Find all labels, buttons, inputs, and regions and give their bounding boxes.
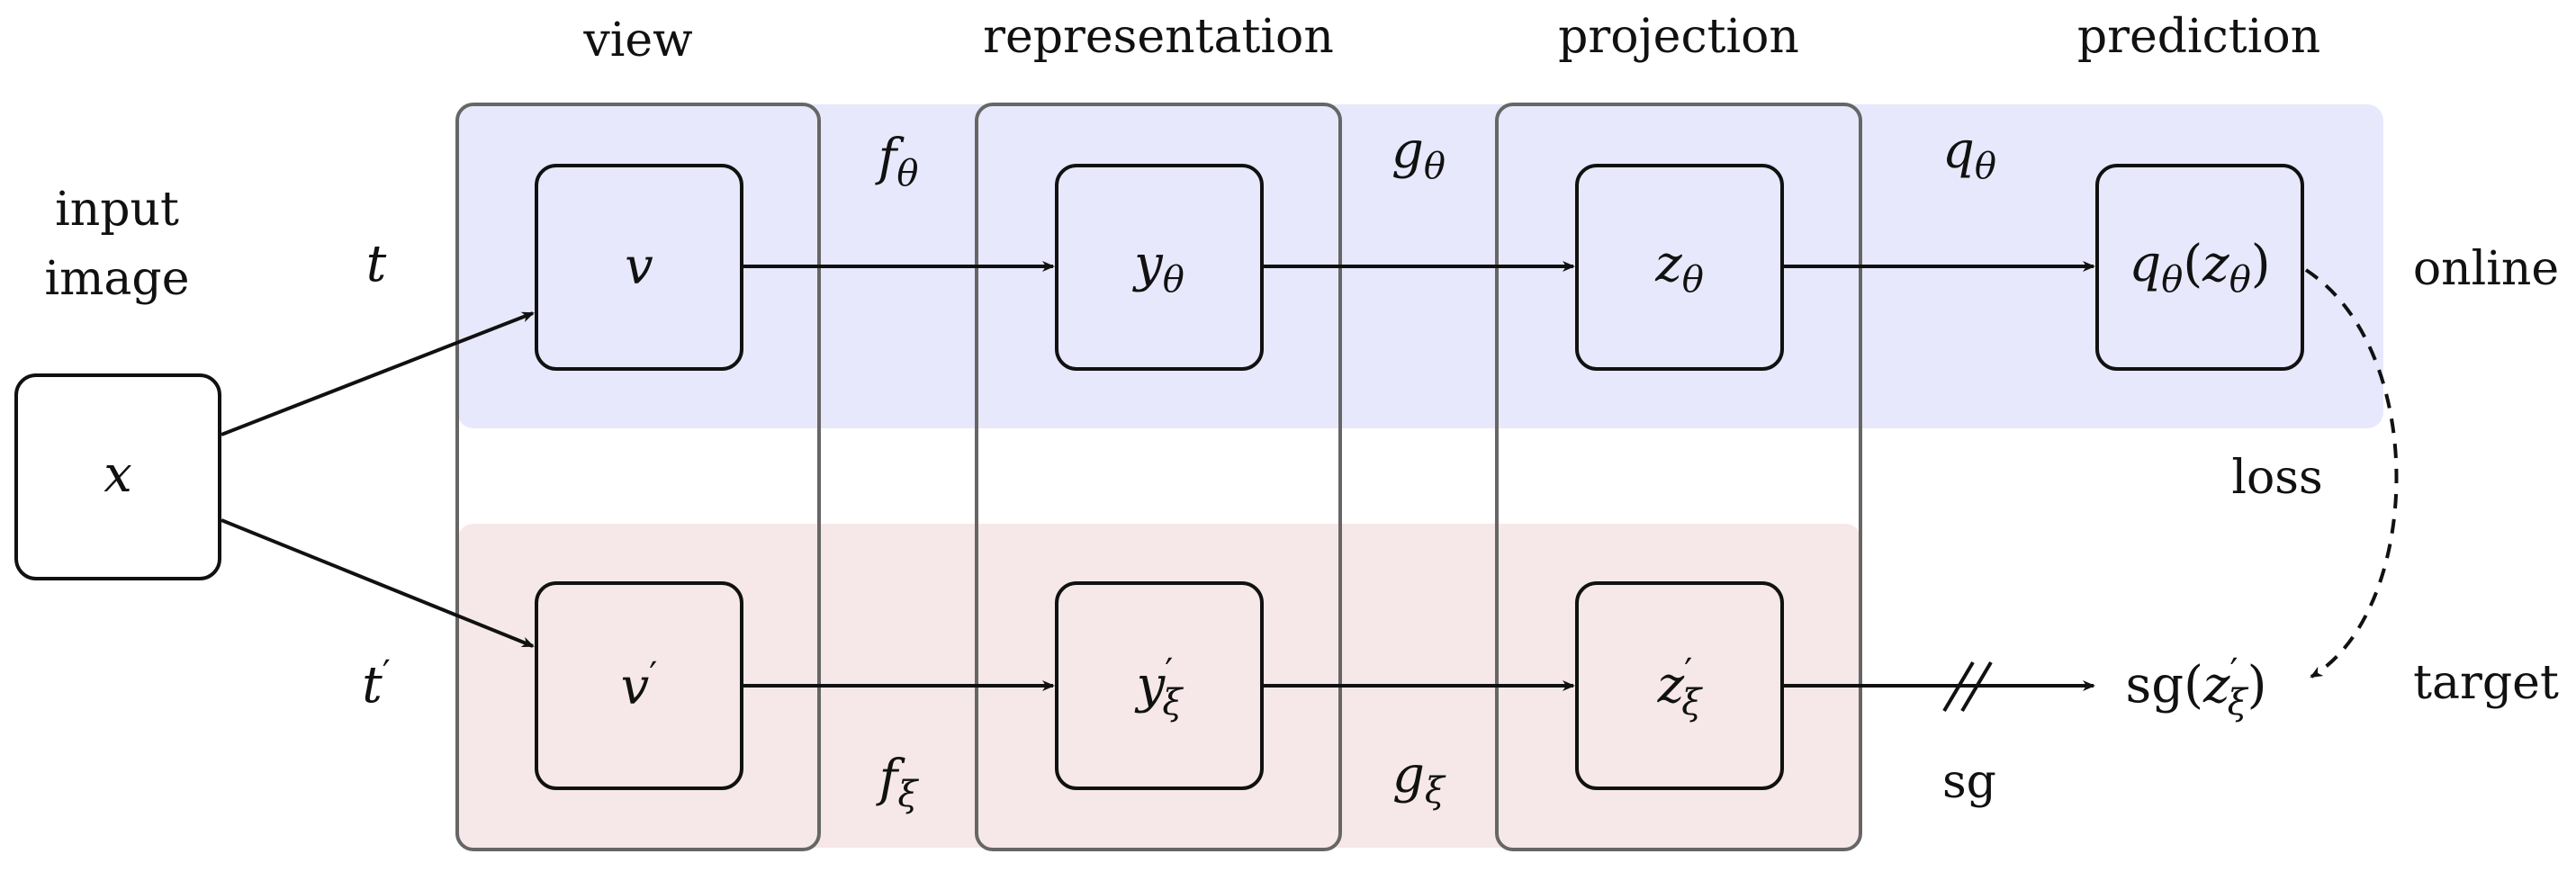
node-y-theta-label: yθ — [1131, 235, 1184, 301]
function-q-theta-label: qθ — [1942, 121, 1996, 187]
header-prediction: prediction — [2077, 10, 2320, 64]
input-label-line1: input — [55, 183, 179, 237]
function-g-theta-label: gθ — [1392, 121, 1446, 187]
input-label-line2: image — [44, 252, 189, 306]
function-g-xi-label: gξ — [1392, 746, 1446, 812]
branch-online-label: online — [2413, 242, 2559, 296]
header-projection: projection — [1558, 10, 1799, 64]
header-representation: representation — [983, 10, 1334, 64]
transform-t-prime-label: t′ — [362, 653, 391, 715]
node-z-xi — [1575, 581, 1784, 790]
node-z-theta — [1575, 164, 1784, 371]
stop-gradient-slash-1 — [1942, 661, 1975, 713]
node-z-theta-label: zθ — [1654, 235, 1704, 301]
function-f-theta-label: fθ — [875, 129, 919, 194]
edge-loss-dashed — [2304, 268, 2399, 679]
node-y-theta — [1055, 164, 1264, 371]
transform-t-label: t — [366, 235, 387, 293]
node-z-xi-label: z′ξ — [1657, 652, 1704, 724]
input-node-label: x — [104, 445, 132, 504]
header-view: view — [582, 13, 692, 67]
stop-gradient-label: sg — [1942, 755, 1996, 809]
node-q-theta-z — [2095, 164, 2304, 371]
node-v-prime — [535, 581, 743, 790]
branch-target-label: target — [2413, 656, 2559, 710]
edge-input-to-v-prime — [221, 518, 535, 648]
node-v-label: v — [625, 238, 653, 296]
edge-input-to-v — [221, 311, 535, 436]
loss-label: loss — [2231, 451, 2322, 505]
stop-gradient-slash-2 — [1960, 661, 1993, 713]
node-y-xi-label: y′ξ — [1134, 652, 1184, 724]
input-node — [14, 373, 221, 580]
node-v-prime-label: v′ — [621, 655, 658, 716]
node-v — [535, 164, 743, 371]
stage-frame-projection — [1495, 103, 1862, 851]
target-output-label: sg(z′ξ) — [2126, 652, 2267, 724]
node-q-theta-z-label: qθ(zθ) — [2129, 235, 2270, 301]
function-f-xi-label: fξ — [876, 750, 920, 815]
node-y-xi — [1055, 581, 1264, 790]
stage-frame-representation — [975, 103, 1342, 851]
stage-frame-view — [455, 103, 821, 851]
